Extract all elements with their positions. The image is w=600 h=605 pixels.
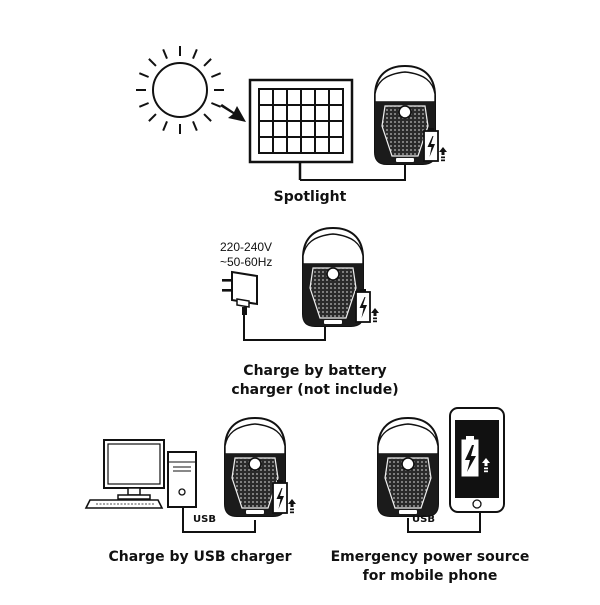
lantern-icon xyxy=(302,227,364,327)
caption-battery-charger-line2: charger (not include) xyxy=(231,382,399,398)
sun-icon xyxy=(135,45,225,135)
caption-battery-charger-line1: Charge by battery xyxy=(243,363,387,379)
lantern-icon xyxy=(377,417,439,517)
solar-panel-icon xyxy=(248,78,354,180)
battery-charging-icon xyxy=(272,479,297,515)
solar-cable xyxy=(300,165,406,181)
usb-cable-right xyxy=(407,512,481,533)
mobile-phone-icon xyxy=(449,407,505,513)
usb-label-left: USB xyxy=(193,514,216,525)
battery-charging-icon xyxy=(423,127,448,163)
wall-adapter-icon xyxy=(222,270,258,315)
computer-icon xyxy=(84,439,165,509)
adapter-frequency-label: ~50-60Hz xyxy=(220,255,273,269)
caption-power-bank-line1: Emergency power source xyxy=(330,549,530,565)
caption-power-bank-line2: for mobile phone xyxy=(362,568,498,584)
usb-cable-left xyxy=(182,507,256,533)
usb-label-right: USB xyxy=(412,514,435,525)
adapter-cable xyxy=(243,315,326,341)
pc-tower-icon xyxy=(167,451,197,508)
caption-usb-charger: Charge by USB charger xyxy=(108,549,292,565)
sunlight-arrow-icon xyxy=(220,104,246,122)
adapter-voltage-label: 220-240V xyxy=(220,240,273,254)
caption-solar: Spotlight xyxy=(273,189,347,205)
battery-charging-icon xyxy=(355,288,380,324)
